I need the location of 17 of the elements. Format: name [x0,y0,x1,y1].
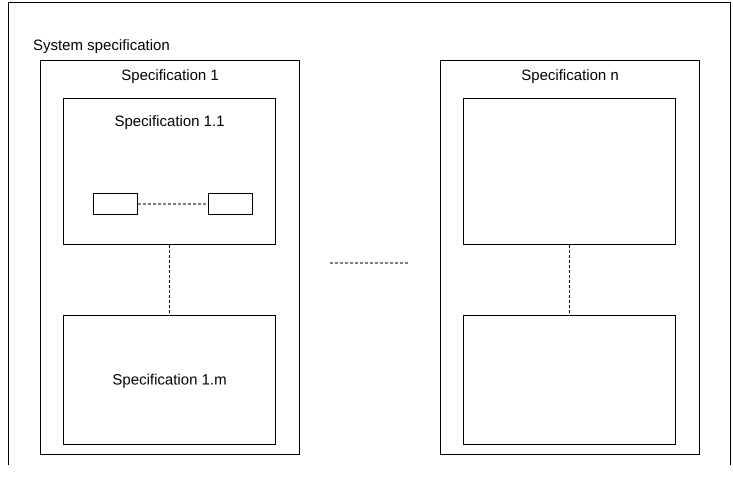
specification-box [40,60,300,455]
dashed-connector [169,244,170,316]
box-title: Specification 1 [120,67,220,84]
specification-box [63,315,276,445]
box-title: Specification 1.1 [113,113,226,130]
specification-box [440,60,700,455]
empty-box [208,193,253,215]
specification-box [63,98,276,245]
empty-box [93,193,138,215]
frame [8,2,731,465]
dashed-connector [330,262,410,264]
empty-box [463,98,676,245]
box-title: Specification n [520,67,620,84]
box-title: System specification [33,37,170,54]
empty-box [463,315,676,445]
dashed-connector [569,244,570,316]
box-title: Specification 1.m [111,372,228,388]
